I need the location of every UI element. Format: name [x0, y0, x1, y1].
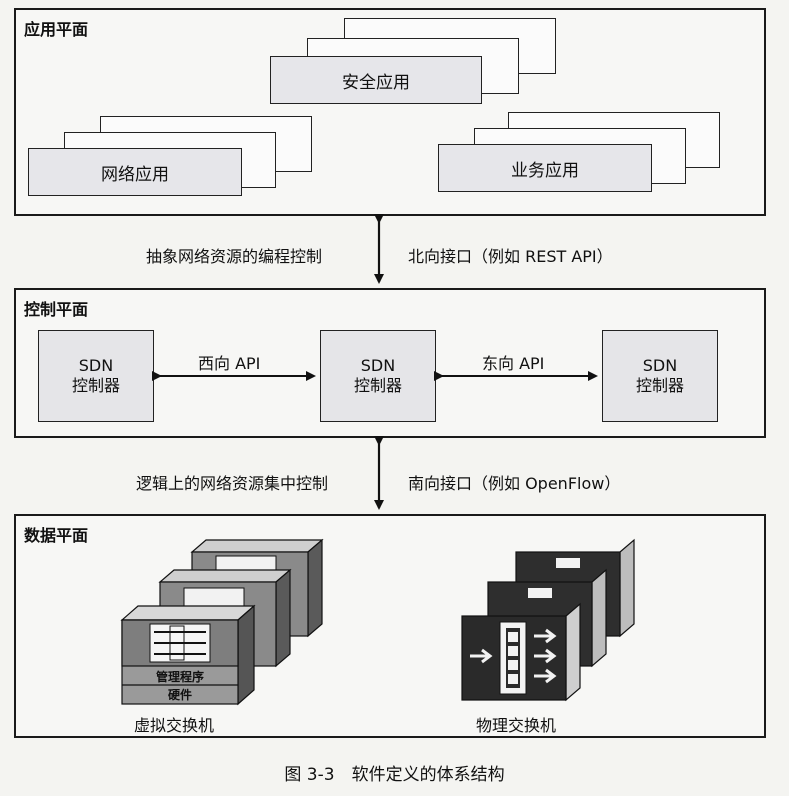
sdn-controller-center: SDN 控制器: [320, 330, 436, 422]
security-app-card: 安全应用: [270, 56, 482, 104]
virtual-switch-hardware-layer: 硬件: [168, 687, 192, 702]
physical-switch-label: 物理交换机: [476, 716, 557, 735]
business-app-card: 业务应用: [438, 144, 652, 192]
sdn-controller-left: SDN 控制器: [38, 330, 154, 422]
application-plane-title: 应用平面: [24, 20, 89, 39]
business-app-label: 业务应用: [511, 160, 579, 181]
southbound-left-label: 逻辑上的网络资源集中控制: [136, 474, 329, 493]
sdn-controller-center-line2: 控制器: [353, 376, 402, 395]
sdn-controller-left-line1: SDN: [78, 356, 114, 375]
sdn-controller-right-line2: 控制器: [635, 376, 684, 395]
physical-switch-front-panel: [461, 602, 581, 702]
security-app-label: 安全应用: [342, 72, 410, 93]
virtual-switch-hypervisor-layer: 管理程序: [156, 669, 204, 684]
northbound-left-label: 抽象网络资源的编程控制: [146, 247, 323, 266]
east-api-label: 东向 API: [482, 354, 545, 373]
control-plane-title: 控制平面: [24, 300, 89, 319]
network-app-label: 网络应用: [101, 164, 169, 185]
virtual-switch-label: 虚拟交换机: [134, 716, 215, 735]
figure-caption: 图 3-3 软件定义的体系结构: [284, 765, 505, 785]
sdn-controller-right: SDN 控制器: [602, 330, 718, 422]
network-app-card: 网络应用: [28, 148, 242, 196]
virtual-switch-front-box: [120, 604, 256, 706]
data-plane-title: 数据平面: [24, 526, 89, 545]
southbound-right-label: 南向接口（例如 OpenFlow）: [408, 474, 621, 493]
west-api-label: 西向 API: [198, 354, 261, 373]
sdn-controller-right-line1: SDN: [642, 356, 678, 375]
northbound-right-label: 北向接口（例如 REST API）: [408, 247, 613, 266]
sdn-controller-center-line1: SDN: [360, 356, 396, 375]
sdn-controller-left-line2: 控制器: [71, 376, 120, 395]
